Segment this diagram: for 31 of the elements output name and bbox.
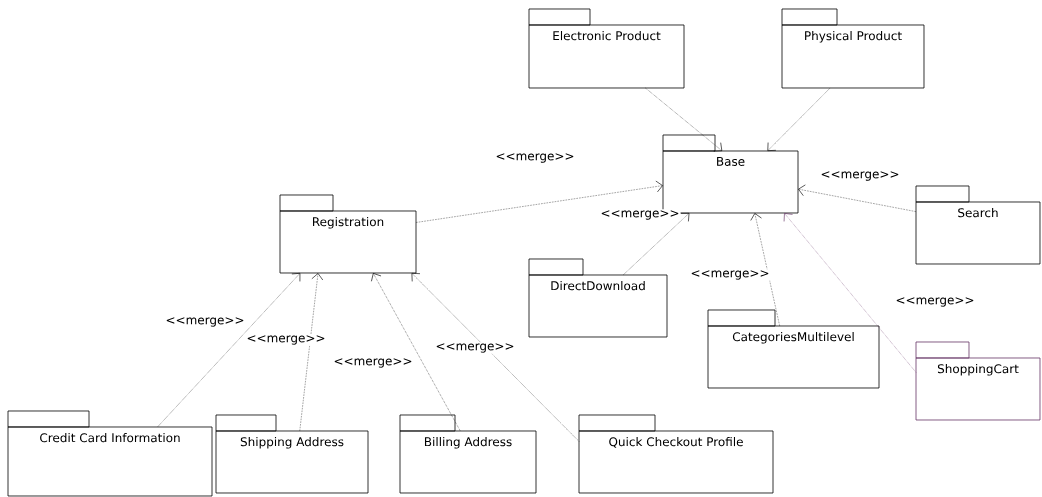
merge-arrow bbox=[415, 180, 663, 223]
edge-label: <<merge>> bbox=[164, 316, 246, 328]
edge-label: <<merge>> bbox=[599, 209, 681, 221]
merge-arrow bbox=[622, 213, 690, 276]
edge-label: <<merge>> bbox=[494, 152, 576, 164]
package-box: Registration bbox=[279, 194, 417, 274]
merge-arrow bbox=[299, 273, 324, 432]
merge-arrow bbox=[750, 213, 780, 327]
package-box: Shipping Address bbox=[215, 414, 369, 494]
edge-label: <<merge>> bbox=[434, 342, 516, 354]
package-box: Quick Checkout Profile bbox=[578, 414, 774, 494]
edge-label: <<merge>> bbox=[689, 269, 771, 281]
edge-label: <<merge>> bbox=[819, 170, 901, 182]
merge-arrow bbox=[371, 273, 461, 432]
package-box: ShoppingCart bbox=[915, 341, 1041, 421]
package-box: Search bbox=[915, 185, 1041, 265]
edge-label: <<merge>> bbox=[245, 334, 327, 346]
merge-arrow bbox=[798, 184, 917, 212]
merge-arrow bbox=[783, 213, 917, 373]
merge-arrow bbox=[411, 273, 580, 442]
merge-arrow bbox=[157, 273, 301, 428]
package-box: Billing Address bbox=[399, 414, 537, 494]
package-box: CategoriesMultilevel bbox=[707, 309, 880, 389]
package-box: Physical Product bbox=[781, 8, 925, 89]
merge-arrow bbox=[645, 87, 723, 152]
edge-label: <<merge>> bbox=[894, 296, 976, 308]
edge-label: <<merge>> bbox=[332, 357, 414, 369]
package-box: DirectDownload bbox=[528, 258, 668, 338]
package-box: Credit Card Information bbox=[7, 410, 213, 497]
merge-arrow bbox=[767, 87, 831, 151]
package-box: Electronic Product bbox=[528, 8, 685, 89]
